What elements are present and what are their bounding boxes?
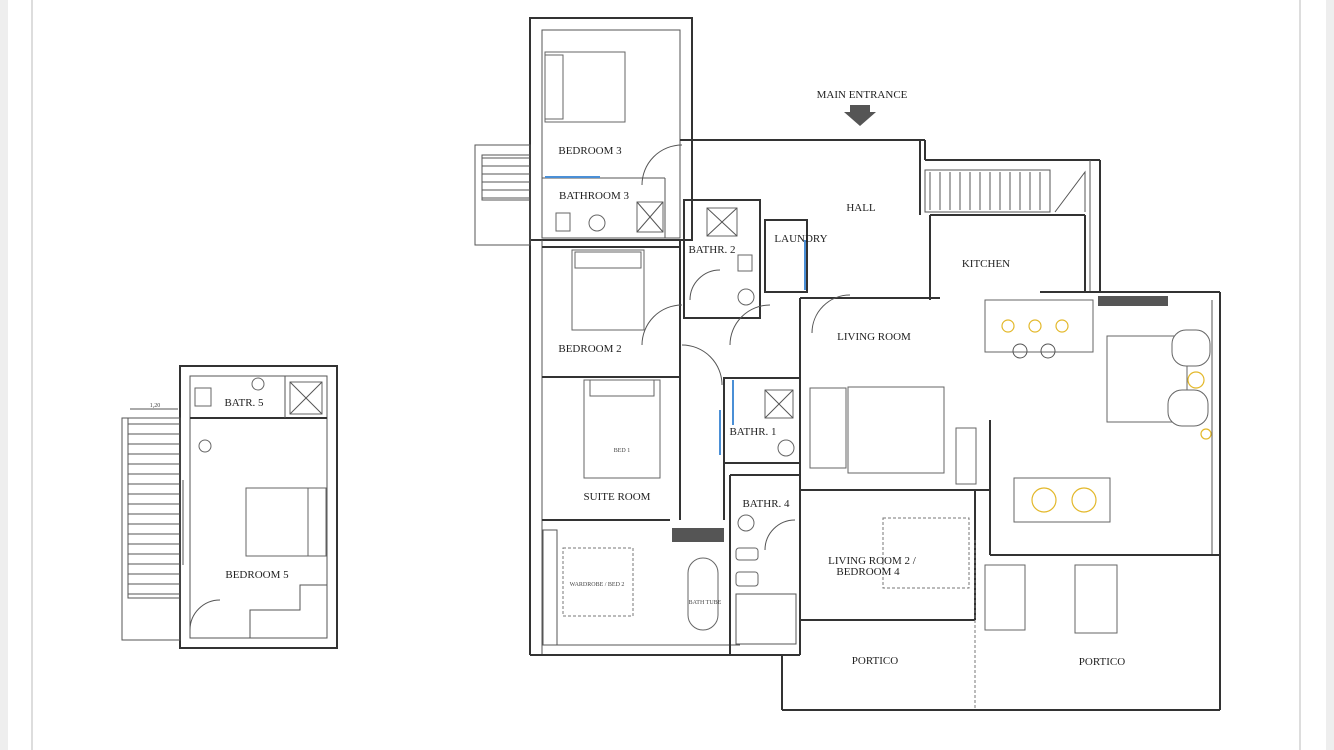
fireplace [672, 528, 724, 542]
label-living-room: LIVING ROOM [837, 331, 911, 343]
furniture [542, 51, 1212, 646]
label-bath-tube: BATH TUBE [689, 600, 722, 606]
label-wardrobe: WARDROBE / BED 2 [570, 582, 625, 588]
right-margin [1326, 0, 1334, 750]
label-kitchen: KITCHEN [962, 258, 1010, 270]
label-bedroom2: BEDROOM 2 [558, 343, 621, 355]
label-bathr2: BATHR. 2 [688, 244, 735, 256]
main-entrance-label: MAIN ENTRANCE [817, 89, 908, 101]
label-bedroom3: BEDROOM 3 [558, 145, 622, 157]
dimension-label: 1,20 [150, 403, 161, 409]
label-living-room2: LIVING ROOM 2 / [828, 555, 917, 567]
label-bedroom4: BEDROOM 4 [836, 566, 900, 578]
left-margin [0, 0, 8, 750]
stairs [474, 144, 1086, 246]
main-walls [529, 17, 1221, 711]
label-portico-2: PORTICO [1079, 656, 1125, 668]
label-bathr4: BATHR. 4 [742, 498, 790, 510]
label-bed1: BED 1 [614, 448, 631, 454]
label-laundry: LAUNDRY [774, 233, 827, 245]
label-suite-room: SUITE ROOM [584, 491, 651, 503]
annex-walls [121, 365, 338, 649]
label-batr5: BATR. 5 [224, 397, 264, 409]
label-bedroom5: BEDROOM 5 [225, 569, 289, 581]
doors [545, 144, 851, 551]
label-bathr1: BATHR. 1 [729, 426, 776, 438]
label-hall: HALL [846, 202, 876, 214]
label-portico-1: PORTICO [852, 655, 898, 667]
label-bathroom3: BATHROOM 3 [559, 190, 629, 202]
entrance-arrow-icon [844, 105, 876, 126]
room-labels: MAIN ENTRANCE BEDROOM 3 BATHROOM 3 HALL … [150, 89, 1126, 668]
